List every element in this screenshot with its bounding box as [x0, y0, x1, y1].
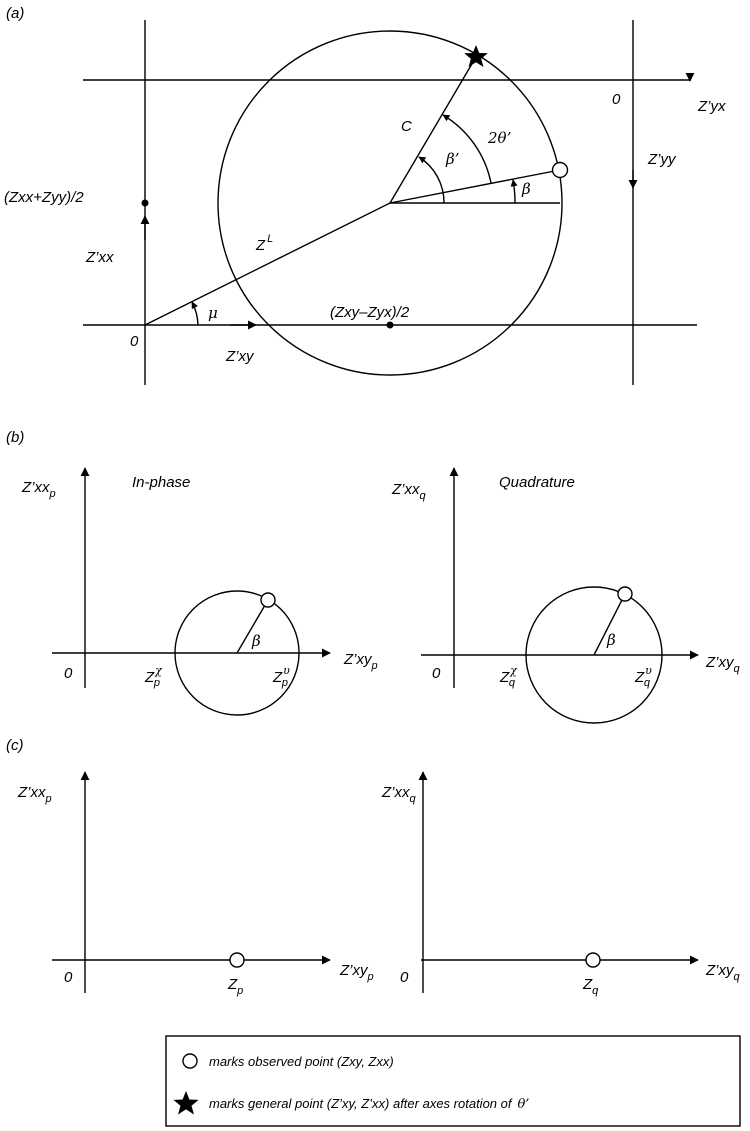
- panel-a-tag: (a): [6, 5, 24, 22]
- in-phase-radius: [236, 599, 269, 654]
- legend-star-icon: [173, 1091, 199, 1115]
- zxy-axis-label: Z’xy: [225, 348, 255, 365]
- quadrature-observed-marker: [617, 586, 633, 602]
- panel-a: (a) 0 0 Z’yx Z’yy Z’xx Z’xy (Zx: [4, 5, 726, 385]
- panel-c-right-origin: 0: [400, 969, 409, 986]
- legend-frame: [165, 1035, 741, 1127]
- origin-a-label: 0: [130, 333, 139, 350]
- quadrature-x-label: Z’xyq: [705, 654, 741, 675]
- rotated-radius: [389, 56, 477, 204]
- two-theta-arc: [442, 114, 492, 184]
- center-y-dot: [141, 199, 149, 207]
- zp-label: Zp: [227, 976, 243, 997]
- panel-c-left-origin: 0: [64, 969, 73, 986]
- legend-general-text: marks general point (Z’xy, Z’xx) after a…: [209, 1096, 529, 1112]
- observed-radius: [389, 169, 561, 204]
- beta-prime-label: β’: [445, 150, 459, 168]
- zxx-axis-label: Z’xx: [85, 249, 114, 266]
- in-phase-origin: 0: [64, 665, 73, 682]
- legend-box: marks observed point (Zxy, Zxx) marks ge…: [165, 1035, 741, 1127]
- in-phase-x-label: Z’xyp: [343, 651, 378, 672]
- zq-point-marker: [585, 952, 601, 968]
- mu-label: μ: [208, 304, 218, 322]
- origin-yx-label: 0: [612, 91, 621, 108]
- quadrature-radius: [593, 593, 626, 656]
- center-x-dot: [386, 321, 394, 329]
- in-phase-observed-marker: [260, 592, 276, 608]
- zyy-axis-label: Z’yy: [647, 151, 677, 168]
- zl-vector: [144, 202, 391, 326]
- beta-arc: [510, 179, 518, 204]
- quadrature-beta: β: [606, 631, 616, 649]
- observed-point-marker: [551, 161, 569, 179]
- beta-prime-arc: [418, 156, 445, 204]
- general-point-star-marker: [464, 45, 488, 67]
- in-phase-title: In-phase: [132, 474, 190, 491]
- panel-c-right-plot: Z’xxq Z’xyq 0 Zq: [381, 771, 741, 997]
- legend-observed-icon: [182, 1053, 198, 1069]
- two-theta-label: 2θ’: [487, 129, 511, 147]
- panel-c-right-x-label: Z’xyq: [705, 962, 741, 983]
- response-circle: [217, 30, 563, 376]
- in-phase-y-label: Z’xxp: [21, 479, 56, 500]
- panel-b-tag: (b): [6, 429, 24, 446]
- mu-arc: [191, 301, 199, 326]
- quadrature-title: Quadrature: [499, 474, 575, 491]
- panel-c-tag: (c): [6, 737, 24, 754]
- legend-observed-text: marks observed point (Zxy, Zxx): [209, 1054, 394, 1069]
- in-phase-beta: β: [251, 632, 261, 650]
- quadrature-y-label: Z’xxq: [391, 481, 427, 502]
- quadrature-origin: 0: [432, 665, 441, 682]
- zp-point-marker: [229, 952, 245, 968]
- zyx-axis-label: Z’yx: [697, 98, 726, 115]
- in-phase-circle: [174, 590, 300, 716]
- panel-c-left-plot: Z’xxp Z’xyp 0 Zp: [17, 771, 374, 997]
- beta-label: β: [521, 180, 531, 198]
- radius-c-label: C: [401, 118, 412, 135]
- panel-c: (c) Z’xxp Z’xyp 0 Zp Z’xxq Z’xyq 0 Zq: [6, 737, 741, 997]
- zq-label: Zq: [582, 976, 599, 997]
- panel-c-left-y-label: Z’xxp: [17, 784, 52, 805]
- panel-c-right-y-label: Z’xxq: [381, 784, 417, 805]
- quadrature-circle: [525, 586, 663, 724]
- panel-c-left-x-label: Z’xyp: [339, 962, 374, 983]
- center-x-label: (Zxy–Zyx)/2: [330, 304, 410, 321]
- center-y-label: (Zxx+Zyy)/2: [4, 189, 84, 206]
